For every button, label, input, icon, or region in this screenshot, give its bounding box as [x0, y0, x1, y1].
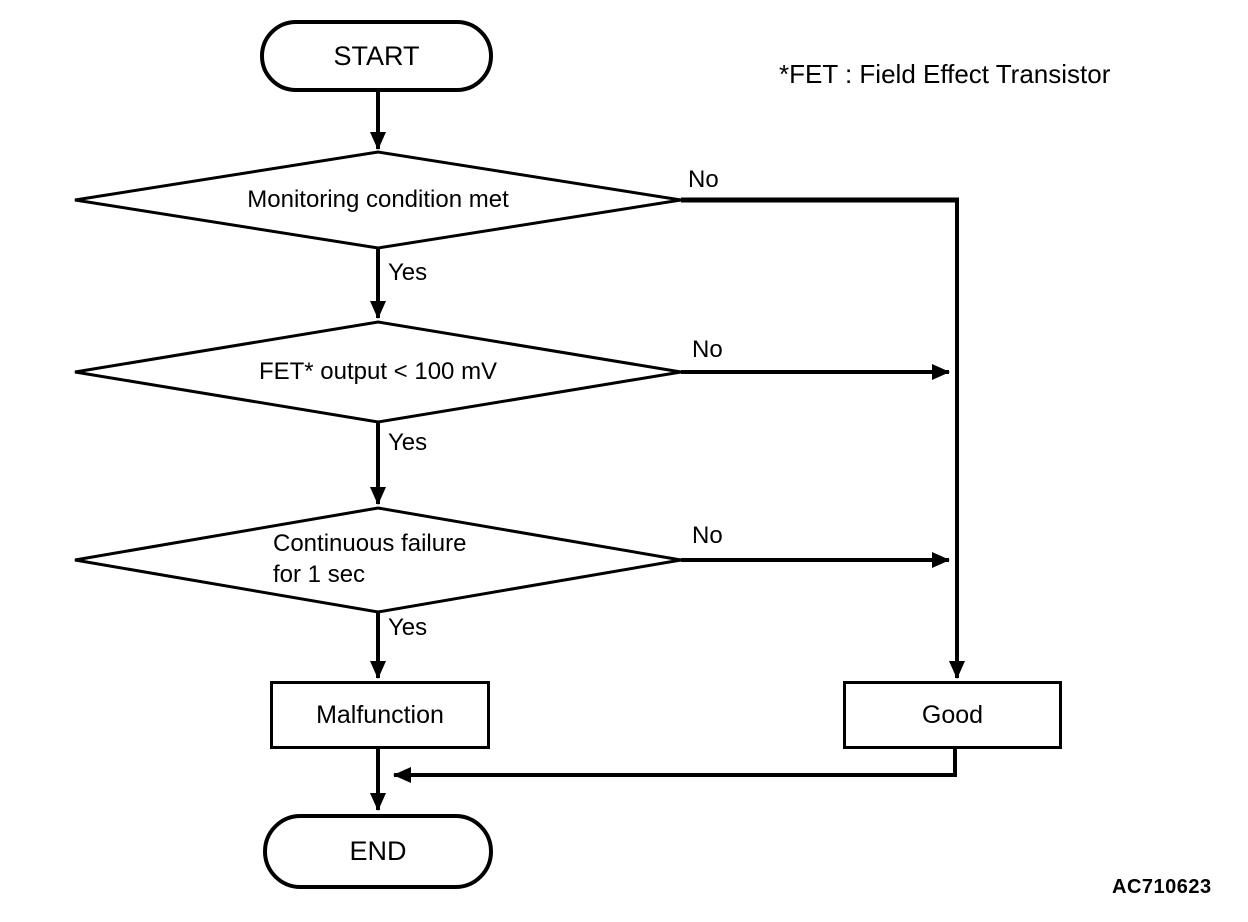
fet-legend-note: *FET : Field Effect Transistor: [779, 59, 1111, 89]
decision1-no-label: No: [688, 166, 719, 193]
end-node: END: [263, 814, 493, 889]
decision2-yes-label: Yes: [388, 429, 428, 456]
start-label: START: [333, 40, 420, 71]
decision3-diamond: [74, 506, 682, 614]
malfunction-label: Malfunction: [316, 700, 444, 729]
decision3-no-label: No: [692, 522, 723, 549]
decision2-no-label: No: [692, 336, 723, 363]
end-label: END: [349, 836, 407, 866]
malfunction-node: Malfunction: [270, 681, 490, 749]
good-label: Good: [921, 700, 984, 729]
good-node: Good: [843, 681, 1062, 749]
start-node: START: [260, 20, 493, 92]
decision3-yes-label: Yes: [388, 614, 428, 641]
decision2-diamond: [74, 320, 682, 424]
decision1-yes-label: Yes: [388, 259, 428, 286]
edge-good-to-end: [393, 749, 957, 783]
figure-code: AC710623: [1112, 876, 1212, 898]
decision1-diamond: [74, 150, 682, 250]
